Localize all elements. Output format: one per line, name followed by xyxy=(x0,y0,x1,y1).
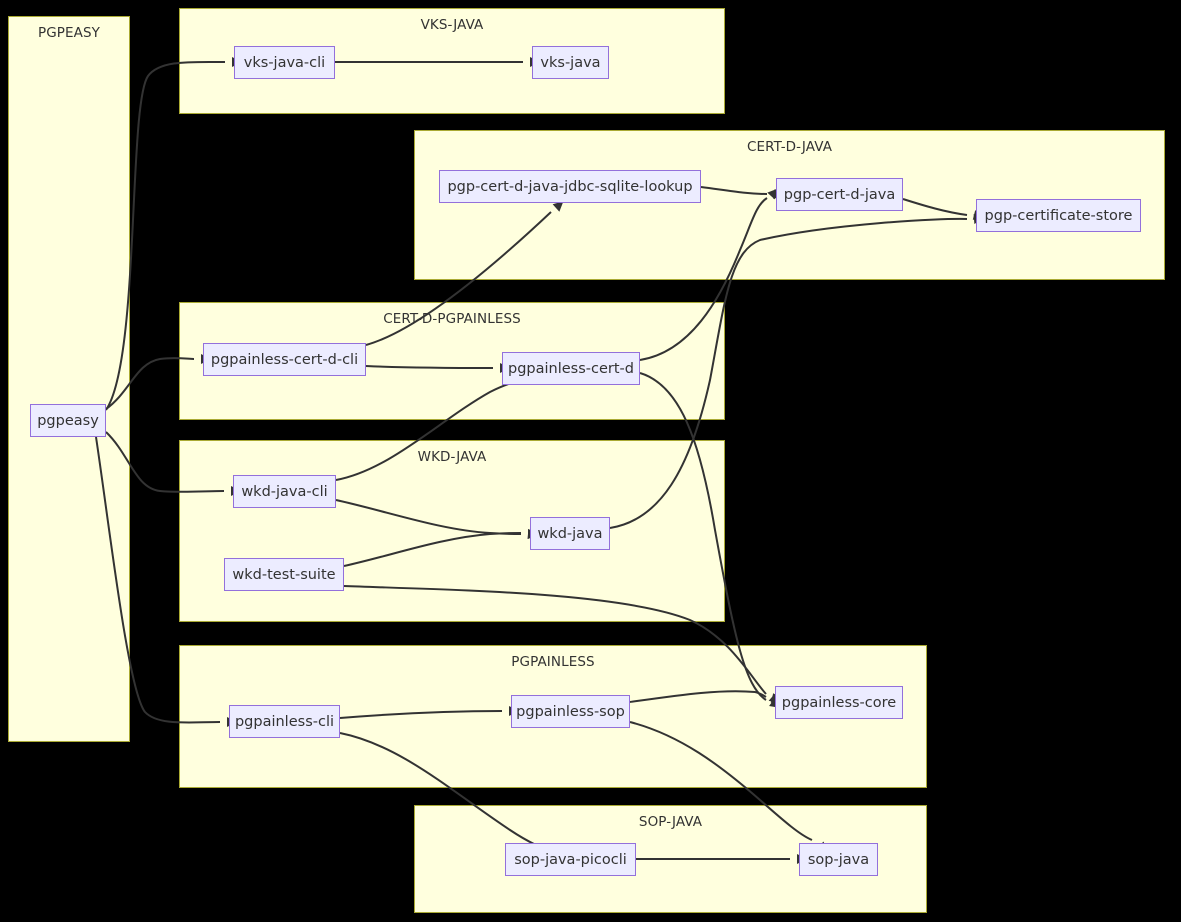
node-label-wkd-java-cli: wkd-java-cli xyxy=(241,483,328,500)
node-pgp-cert-d-java[interactable]: pgp-cert-d-java xyxy=(776,178,903,211)
node-label-pgpainless-cli: pgpainless-cli xyxy=(234,713,335,730)
node-label-vks-java-cli: vks-java-cli xyxy=(243,54,326,71)
node-pgpainless-sop[interactable]: pgpainless-sop xyxy=(511,695,630,728)
node-pgpeasy[interactable]: pgpeasy xyxy=(30,404,106,437)
node-label-vks-java: vks-java xyxy=(540,54,601,71)
node-label-wkd-test-suite: wkd-test-suite xyxy=(232,566,336,583)
node-label-pgp-cert-d-java-jdbc-sqlite-lookup: pgp-cert-d-java-jdbc-sqlite-lookup xyxy=(447,178,693,195)
node-label-pgpeasy: pgpeasy xyxy=(37,412,99,429)
cluster-label-pgpainless: PGPAINLESS xyxy=(511,654,595,670)
cluster-label-sop_java: SOP-JAVA xyxy=(638,814,703,830)
node-vks-java-cli[interactable]: vks-java-cli xyxy=(234,46,335,79)
node-pgpainless-core[interactable]: pgpainless-core xyxy=(775,686,903,719)
node-label-pgp-certificate-store: pgp-certificate-store xyxy=(984,207,1133,224)
node-sop-java[interactable]: sop-java xyxy=(799,843,878,876)
node-wkd-java-cli[interactable]: wkd-java-cli xyxy=(233,475,336,508)
node-pgpainless-cert-d-cli[interactable]: pgpainless-cert-d-cli xyxy=(203,343,366,376)
node-label-sop-java-picocli: sop-java-picocli xyxy=(514,851,627,868)
cluster-label-cert_d_java: CERT-D-JAVA xyxy=(746,139,833,155)
cluster-label-cert_d_pgpainless: CERT-D-PGPAINLESS xyxy=(383,311,521,327)
node-label-pgp-cert-d-java: pgp-cert-d-java xyxy=(783,186,896,203)
node-label-wkd-java: wkd-java xyxy=(537,525,603,542)
node-label-sop-java: sop-java xyxy=(807,851,870,868)
node-wkd-test-suite[interactable]: wkd-test-suite xyxy=(224,558,344,591)
node-sop-java-picocli[interactable]: sop-java-picocli xyxy=(505,843,636,876)
cluster-label-pgpeasy: PGPEASY xyxy=(37,25,101,41)
cluster-label-wkd_java: WKD-JAVA xyxy=(417,449,487,465)
node-pgpainless-cert-d[interactable]: pgpainless-cert-d xyxy=(502,352,640,385)
node-vks-java[interactable]: vks-java xyxy=(532,46,609,79)
node-pgp-cert-d-java-jdbc-sqlite-lookup[interactable]: pgp-cert-d-java-jdbc-sqlite-lookup xyxy=(439,170,701,203)
node-label-pgpainless-cert-d-cli: pgpainless-cert-d-cli xyxy=(210,351,359,368)
node-label-pgpainless-cert-d: pgpainless-cert-d xyxy=(508,360,634,377)
cluster-label-vks_java: VKS-JAVA xyxy=(420,17,484,33)
cluster-pgpeasy: PGPEASY xyxy=(8,16,130,742)
node-label-pgpainless-sop: pgpainless-sop xyxy=(516,703,625,720)
node-wkd-java[interactable]: wkd-java xyxy=(530,517,610,550)
node-pgpainless-cli[interactable]: pgpainless-cli xyxy=(229,705,340,738)
node-label-pgpainless-core: pgpainless-core xyxy=(781,694,897,711)
node-pgp-certificate-store[interactable]: pgp-certificate-store xyxy=(976,199,1141,232)
cluster-wkd_java: WKD-JAVA xyxy=(179,440,725,622)
